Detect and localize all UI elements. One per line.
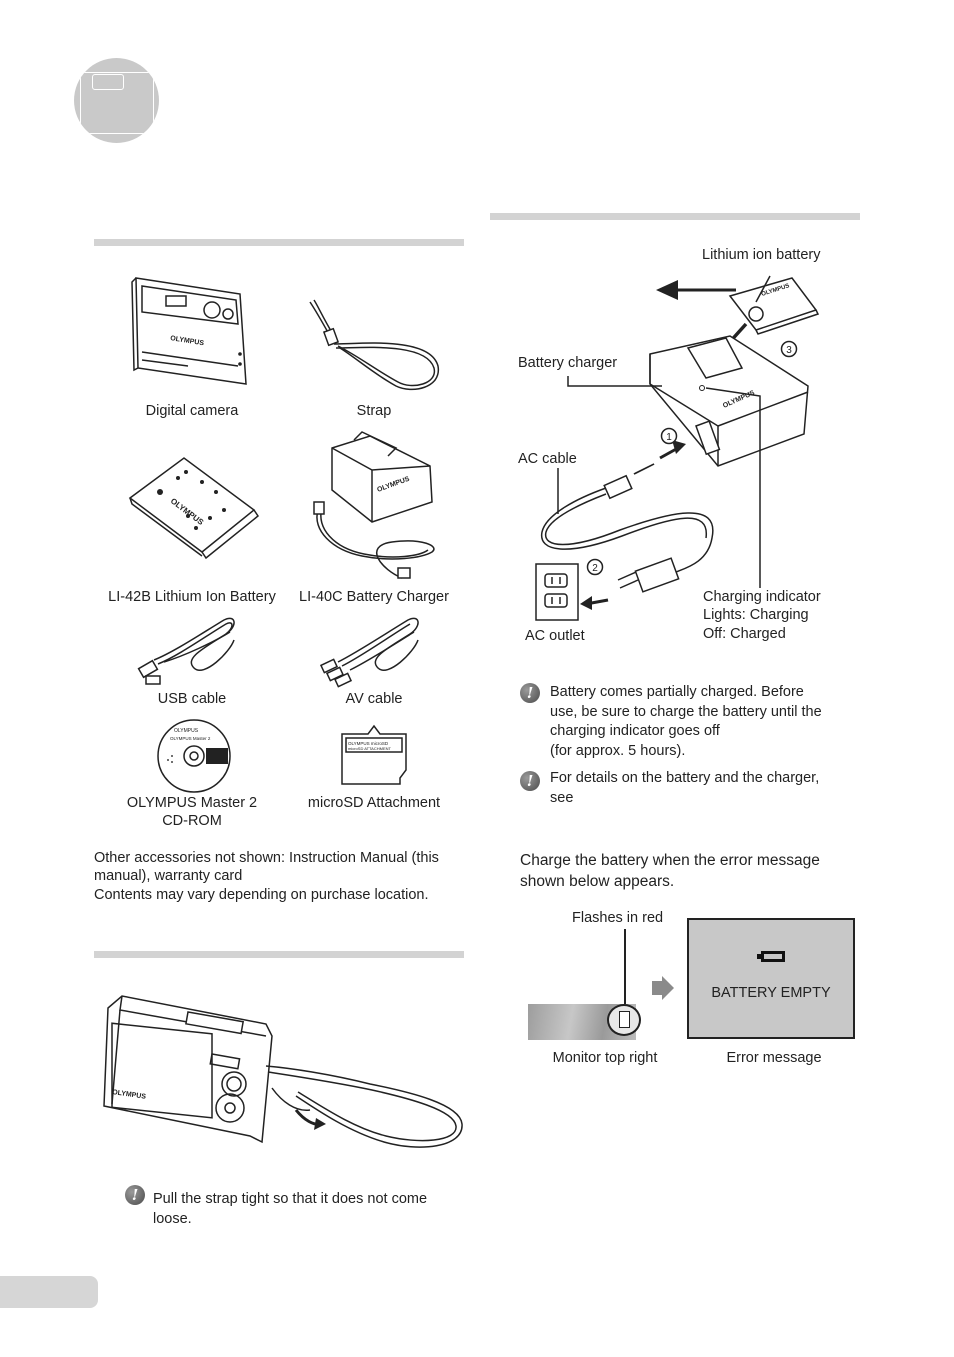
note-1-line4: (for approx. 5 hours).: [550, 743, 686, 759]
arrow-right-icon: [652, 976, 674, 1000]
usb-cable-caption: USB cable: [157, 691, 227, 707]
strap-attach-illustration: OLYMPUS: [103, 995, 463, 1148]
leader-line: [624, 929, 626, 1005]
microsd-attachment-illustration: OLYMPUS microSD microSD ATTACHMENT: [341, 724, 407, 785]
caution-icon: !: [520, 683, 540, 703]
when-to-charge-line2: shown below appears.: [520, 873, 675, 890]
error-screen: BATTERY EMPTY: [687, 918, 855, 1039]
charger-caption: LI-40C Battery Charger: [299, 589, 449, 605]
when-to-charge-line1: Charge the battery when the error messag…: [520, 852, 820, 869]
lithium-battery-label: Lithium ion battery: [702, 247, 821, 263]
ac-outlet-label: AC outlet: [525, 628, 585, 644]
charging-indicator-label: Charging indicator: [703, 589, 821, 605]
other-accessories-line1: Other accessories not shown: Instruction…: [94, 850, 439, 866]
battery-empty-icon: [607, 1004, 641, 1036]
svg-text:OLYMPUS Master 2: OLYMPUS Master 2: [170, 736, 211, 741]
digital-camera-caption: Digital camera: [145, 403, 239, 419]
camera-icon: [80, 72, 154, 134]
note-1-line1: Battery comes partially charged. Before: [550, 684, 804, 700]
av-cable-caption: AV cable: [345, 691, 403, 707]
cdrom-caption-line2: CD-ROM: [162, 813, 222, 829]
battery-empty-text: BATTERY EMPTY: [711, 985, 831, 1001]
caution-icon: !: [125, 1185, 145, 1205]
battery-charger-label: Battery charger: [518, 355, 618, 371]
section-bar-charging: [490, 213, 860, 220]
svg-text:OLYMPUS: OLYMPUS: [174, 728, 199, 734]
other-accessories-line2: manual), warranty card: [94, 868, 243, 884]
step-2-label: 2: [592, 563, 598, 574]
caution-icon: !: [520, 771, 540, 791]
strap-note-line2: loose.: [153, 1211, 192, 1227]
section-bar-box-contents: [94, 239, 464, 246]
charging-illustration: OLYMPUS OLYMPUS 1 2 3: [535, 275, 820, 621]
strap-caption: Strap: [356, 403, 392, 419]
camera-brand-label: OLYMPUS: [112, 1089, 147, 1101]
monitor-top-right-label: Monitor top right: [552, 1050, 658, 1066]
note-1-line3: charging indicator goes off: [550, 723, 720, 739]
cdrom-illustration: OLYMPUS OLYMPUS Master 2: [157, 719, 231, 793]
section-bar-strap: [94, 951, 464, 958]
strap-note-line1: Pull the strap tight so that it does not…: [153, 1191, 428, 1207]
digital-camera-illustration: OLYMPUS: [131, 277, 247, 385]
flashes-in-red-label: Flashes in red: [572, 910, 664, 926]
charger-illustration: OLYMPUS: [313, 431, 435, 579]
note-1-line2: use, be sure to charge the battery until…: [550, 704, 822, 720]
svg-text:microSD ATTACHMENT: microSD ATTACHMENT: [348, 746, 392, 751]
microsd-caption: microSD Attachment: [307, 795, 441, 811]
ac-cable-label: AC cable: [518, 451, 577, 467]
usb-cable-illustration: [137, 617, 235, 685]
battery-icon: [761, 951, 785, 962]
page-tab: [0, 1276, 98, 1308]
indicator-lights-label: Lights: Charging: [703, 607, 809, 623]
error-message-label: Error message: [726, 1050, 822, 1066]
indicator-off-label: Off: Charged: [703, 626, 786, 642]
svg-text:OLYMPUS microSD: OLYMPUS microSD: [348, 741, 389, 746]
chapter-icon: [74, 58, 159, 143]
strap-illustration: [309, 299, 439, 391]
note-2-line1: For details on the battery and the charg…: [550, 770, 820, 786]
step-1-label: 1: [666, 432, 672, 443]
cdrom-caption-line1: OLYMPUS Master 2: [126, 795, 258, 811]
battery-illustration: OLYMPUS: [128, 457, 260, 560]
step-3-label: 3: [786, 345, 792, 356]
av-cable-illustration: [319, 617, 419, 688]
battery-caption: LI-42B Lithium Ion Battery: [108, 589, 276, 605]
note-2-line2: see: [550, 790, 574, 806]
contents-vary-note: Contents may vary depending on purchase …: [94, 887, 429, 903]
